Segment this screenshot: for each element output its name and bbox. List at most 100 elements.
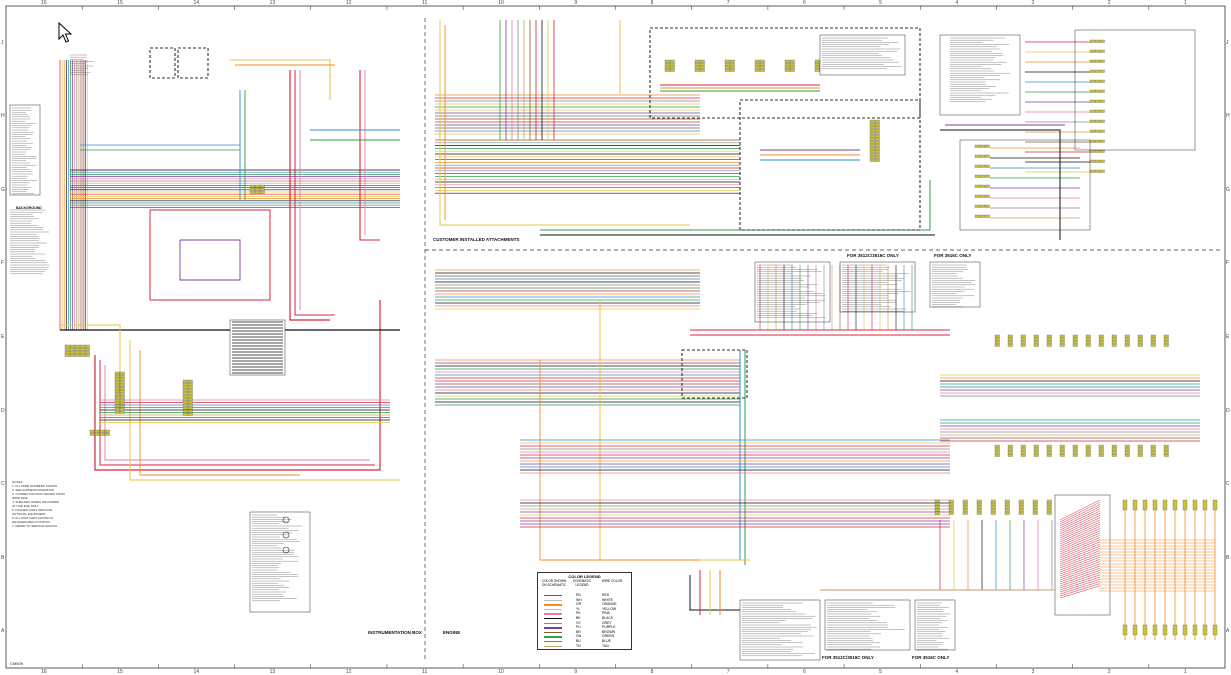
connector-pin — [84, 350, 90, 354]
connector-pin — [1020, 450, 1026, 454]
connector-pin — [79, 350, 85, 354]
wire-matrix-line — [1059, 519, 1101, 539]
connector-pin — [64, 347, 70, 351]
connector-pin — [1099, 89, 1105, 93]
zone-label-F: F — [1, 260, 5, 267]
connector-pin — [984, 214, 990, 218]
connector-pin — [1046, 511, 1052, 515]
legend-wire-color: GREY — [602, 620, 612, 625]
connector-pin — [669, 65, 675, 69]
connector-pin — [1124, 450, 1130, 454]
component — [739, 599, 821, 661]
connector-pin — [1098, 450, 1104, 454]
zone-label-9: 9 — [574, 0, 578, 6]
connector-pin — [694, 62, 700, 66]
wire-matrix-line — [1059, 581, 1101, 595]
connector-pin — [1046, 453, 1052, 457]
connector-pin — [869, 140, 875, 144]
connector-pin — [1059, 450, 1065, 454]
connector-pin — [69, 347, 75, 351]
connector-pin — [182, 409, 188, 413]
connector-pin — [1018, 511, 1024, 515]
connector-pin — [934, 505, 940, 509]
zone-label-6: 6 — [802, 0, 806, 6]
connector-pin — [994, 340, 1000, 344]
zone-label-2: 2 — [1107, 0, 1111, 6]
connector-pin — [1018, 508, 1024, 512]
connector-pin — [1137, 453, 1143, 457]
connector-pin — [948, 499, 954, 503]
connector-pin — [1163, 450, 1169, 454]
sensor-connector — [1192, 499, 1198, 511]
zone-label-D: D — [1, 407, 5, 414]
connector-pin — [182, 385, 188, 389]
wire-matrix-line — [1059, 515, 1101, 535]
connector-pin — [187, 406, 193, 410]
connector-pin — [1007, 444, 1013, 448]
zone-label-C: C — [1226, 481, 1230, 488]
connector-pin — [724, 59, 730, 63]
connector-pin — [114, 392, 120, 396]
connector-pin — [187, 385, 193, 389]
note-line: NOTES: — [12, 480, 24, 484]
wire — [99, 360, 375, 466]
legend-wire-color: BROWN — [602, 629, 615, 634]
connector-pin — [874, 140, 880, 144]
connector-pin — [699, 62, 705, 66]
connector-pin — [1007, 337, 1013, 341]
connector-pin — [1089, 59, 1095, 63]
connector-pin — [1072, 334, 1078, 338]
connector-pin — [1046, 334, 1052, 338]
connector-pin — [1137, 340, 1143, 344]
connector-pin — [869, 143, 875, 147]
connector-pin — [182, 388, 188, 392]
connector-pin — [84, 353, 90, 357]
legend-swatch — [544, 636, 562, 638]
connector-pin — [119, 398, 125, 402]
connector-pin — [979, 174, 985, 178]
connector-pin — [1099, 39, 1105, 43]
wire — [179, 239, 241, 281]
connector-pin — [182, 400, 188, 404]
legend-code: BK — [576, 616, 581, 620]
connector-pin — [724, 62, 730, 66]
gauge-icon — [282, 546, 290, 554]
option-boundary — [649, 27, 921, 119]
connector-pin — [984, 204, 990, 208]
connector-pin — [974, 144, 980, 148]
sensor-connector — [1172, 499, 1178, 511]
legend-col3: WIRE COLOR — [601, 579, 623, 583]
wire-matrix-line — [1059, 576, 1101, 591]
connector-pin — [1089, 99, 1095, 103]
mouse-pointer-icon — [58, 22, 72, 43]
zone-label-15: 15 — [117, 669, 123, 675]
wire — [820, 520, 969, 591]
connector-pin — [1085, 337, 1091, 341]
wire-matrix-line — [1059, 517, 1101, 537]
connector-pin — [114, 377, 120, 381]
connector-pin — [69, 344, 75, 348]
wire-matrix-line — [1059, 552, 1101, 569]
connector-pin — [724, 68, 730, 72]
connector-pin — [962, 502, 968, 506]
connector-pin — [1085, 450, 1091, 454]
drawing-number: CM509 — [10, 661, 23, 666]
legend-swatch — [544, 595, 562, 597]
connector-pin — [976, 511, 982, 515]
connector-pin — [664, 59, 670, 63]
sensor-connector — [1212, 624, 1218, 636]
wire — [149, 209, 271, 301]
sensor-connector — [1142, 624, 1148, 636]
legend-code: TN — [576, 643, 581, 648]
color-legend: COLOR LEGEND COLOR SHOWN ON SCHEMATIC SC… — [537, 572, 632, 650]
wire-matrix-line — [1059, 554, 1101, 571]
connector-pin — [1124, 343, 1130, 347]
zone-label-G: G — [1, 186, 5, 193]
wire-matrix-line — [1059, 548, 1101, 565]
wire-matrix-line — [1059, 512, 1101, 533]
wire-matrix-line — [1059, 504, 1101, 525]
connector-pin — [1098, 340, 1104, 344]
